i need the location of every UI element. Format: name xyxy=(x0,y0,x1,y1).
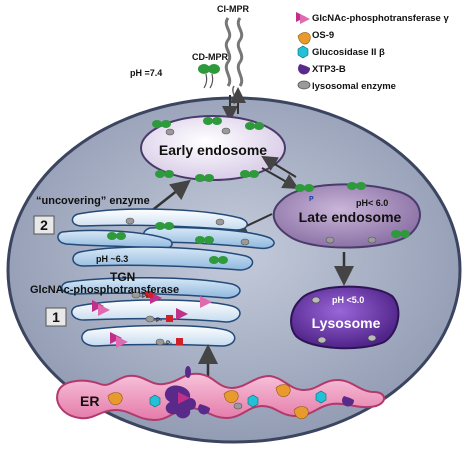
golgi-receptors xyxy=(107,217,250,264)
late-endosome-receptors xyxy=(295,182,410,244)
tgn-ee-arrow xyxy=(149,179,191,213)
linked-phosphate-2: -P- xyxy=(154,318,162,324)
late-endosome-label: Late endosome xyxy=(299,209,402,225)
step-2-box: 2 xyxy=(33,215,55,235)
linked-phosphate-3: -P- xyxy=(164,341,172,347)
phosphotransferase-label: GlcNAc-phosphotransferase xyxy=(30,284,179,296)
legend-label-os9: OS-9 xyxy=(312,30,334,41)
step-1-number: 1 xyxy=(52,309,60,325)
os9-icon xyxy=(297,32,311,45)
early-endosome-receptors xyxy=(152,117,264,182)
step-1-box: 1 xyxy=(45,307,67,327)
ee-le-arrows xyxy=(261,155,299,189)
phosphotransferase-markers xyxy=(92,292,212,348)
uncovering-enzyme-label: “uncovering” enzyme xyxy=(36,195,150,207)
late-endosome-ph-label: pH< 6.0 xyxy=(356,198,388,208)
tgn-ph-label: pH ~6.3 xyxy=(96,254,128,264)
legend-label-glucosidase: Glucosidase II β xyxy=(312,47,385,58)
cd-mpr-receptor xyxy=(198,64,220,89)
legend-item-os9: OS-9 xyxy=(297,30,334,45)
extracellular-ph-label: pH =7.4 xyxy=(130,68,162,78)
late-endosome-phosphate: P xyxy=(309,196,314,203)
legend-label-xtp3b: XTP3-B xyxy=(312,64,346,75)
tgn-label: TGN xyxy=(110,270,135,284)
legend-label-lysosomal-enzyme: lysosomal enzyme xyxy=(312,81,396,92)
step-2-number: 2 xyxy=(40,217,48,233)
legend: GlcNAc-phosphotransferase γ OS-9 Glucosi… xyxy=(296,12,449,92)
lysosomal-enzyme-icon xyxy=(297,80,311,90)
ci-mpr-receptor xyxy=(224,17,244,105)
early-endosome-label: Early endosome xyxy=(159,142,267,158)
legend-label-glcnac: GlcNAc-phosphotransferase γ xyxy=(312,13,449,24)
er-proteins xyxy=(107,366,355,420)
er-label: ER xyxy=(80,393,99,409)
phosphorylated-enzymes xyxy=(131,291,183,346)
ci-mpr-label: CI-MPR xyxy=(217,4,249,14)
legend-item-lysosomal-enzyme: lysosomal enzyme xyxy=(297,80,396,92)
linked-phosphate-1: -P- xyxy=(140,294,148,300)
endocytosis-arrow xyxy=(222,87,246,122)
lysosome-label: Lysosome xyxy=(312,315,381,331)
legend-item-glcnac: GlcNAc-phosphotransferase γ xyxy=(296,12,449,24)
legend-item-glucosidase: Glucosidase II β xyxy=(297,45,385,59)
legend-item-xtp3b: XTP3-B xyxy=(298,64,346,75)
cd-mpr-label: CD-MPR xyxy=(192,52,228,62)
golgi-stack xyxy=(57,208,275,347)
glucosidase-ii-beta-icon xyxy=(297,45,309,59)
xtp3b-icon xyxy=(298,64,311,75)
lysosome-ph-label: pH <5.0 xyxy=(332,295,364,305)
lysosome-enzymes xyxy=(311,296,377,344)
